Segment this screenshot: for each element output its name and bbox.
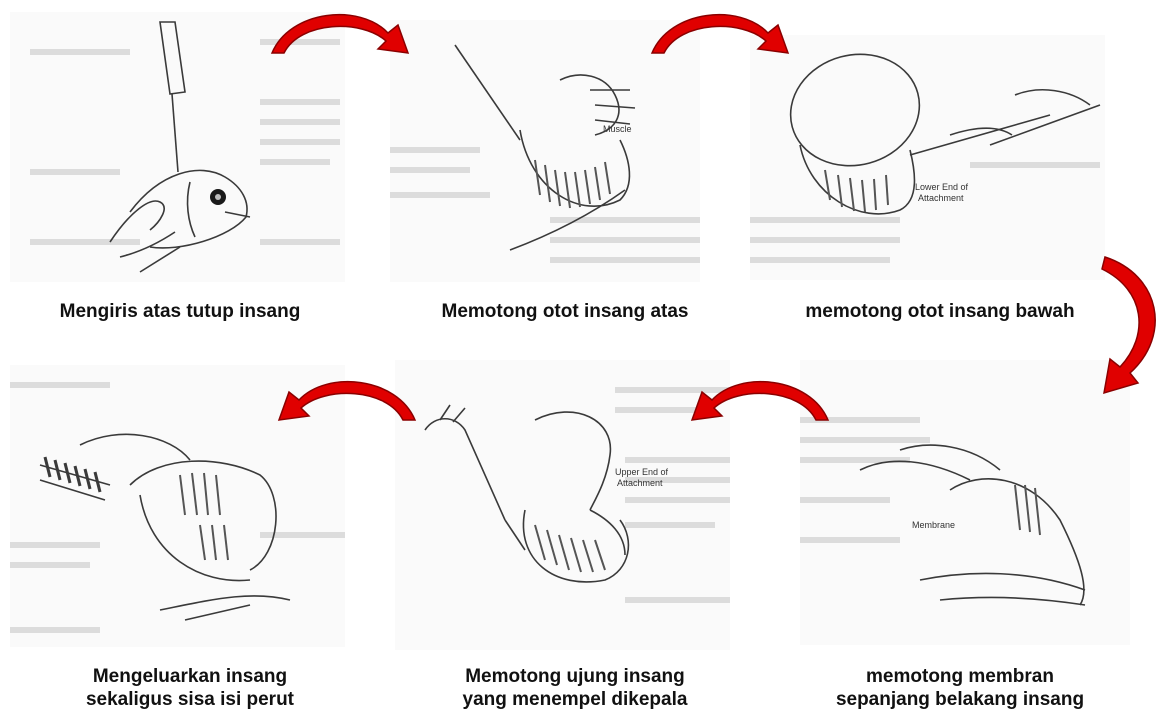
step-4-caption-line1: memotong membran: [790, 665, 1130, 688]
step-4-caption-line2: sepanjang belakang insang: [790, 688, 1130, 711]
step-3-illustration: Lower End of Attachment: [750, 35, 1105, 280]
membrane-label: Membrane: [912, 520, 955, 530]
arrow-step4-to-step5-icon: [685, 372, 830, 422]
step-3-caption-text: memotong otot insang bawah: [760, 300, 1120, 323]
upper-gill-muscle-sketch: Muscle: [390, 20, 700, 282]
step-2-illustration: Muscle: [390, 20, 700, 282]
arrow-step1-to-step2-icon: [270, 5, 415, 55]
step-3-caption: memotong otot insang bawah: [760, 300, 1120, 323]
arrow-step3-to-step4-icon: [1100, 255, 1169, 405]
upper-attachment-sketch: Upper End of Attachment: [395, 360, 730, 650]
step-1-caption-text: Mengiris atas tutup insang: [10, 300, 350, 323]
lower-end-label-line1: Lower End of: [915, 182, 969, 192]
step-5-caption-line1: Memotong ujung insang: [410, 665, 740, 688]
step-5-caption: Memotong ujung insang yang menempel dike…: [410, 665, 740, 711]
arrow-step2-to-step3-icon: [650, 5, 795, 55]
membrane-cut-sketch: Membrane: [800, 360, 1130, 645]
step-4-illustration: Membrane: [800, 360, 1130, 645]
step-1-caption: Mengiris atas tutup insang: [10, 300, 350, 323]
muscle-label: Muscle: [603, 124, 632, 134]
step-2-caption: Memotong otot insang atas: [395, 300, 735, 323]
upper-end-label-line2: Attachment: [617, 478, 663, 488]
step-2-caption-text: Memotong otot insang atas: [395, 300, 735, 323]
arrow-step5-to-step6-icon: [272, 372, 417, 422]
step-4-caption: memotong membran sepanjang belakang insa…: [790, 665, 1130, 711]
step-5-caption-line2: yang menempel dikepala: [410, 688, 740, 711]
lower-gill-muscle-sketch: Lower End of Attachment: [750, 35, 1105, 280]
step-6-caption: Mengeluarkan insang sekaligus sisa isi p…: [30, 665, 350, 711]
step-6-caption-line1: Mengeluarkan insang: [30, 665, 350, 688]
lower-end-label-line2: Attachment: [918, 193, 964, 203]
upper-end-label-line1: Upper End of: [615, 467, 669, 477]
step-5-illustration: Upper End of Attachment: [395, 360, 730, 650]
step-6-caption-line2: sekaligus sisa isi perut: [30, 688, 350, 711]
